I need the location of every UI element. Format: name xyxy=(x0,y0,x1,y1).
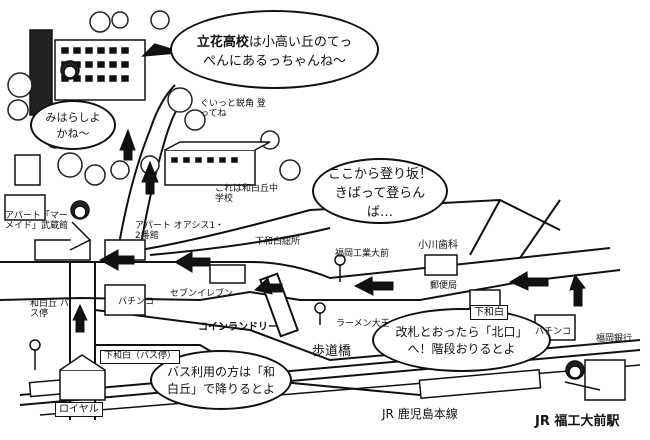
buildings xyxy=(4,154,626,401)
footbridge-label: 歩道橋 xyxy=(312,344,352,359)
shimowajiro-office-label: 下和白総所 xyxy=(255,237,301,247)
middle-school-label: これは和白丘中学校 xyxy=(215,184,279,204)
station-label: JR 福工大前駅 xyxy=(535,414,620,429)
oasis-label: アパート オアシス1・2番館 xyxy=(135,221,225,241)
shimowajiro-box-label: 下和白 xyxy=(470,305,508,320)
wajirogaoka-stop-label: 和白丘 バス停 xyxy=(30,299,69,319)
dental-label: 小川歯科 xyxy=(418,240,458,251)
school-name: 立花高校 xyxy=(196,34,249,50)
pachinko-label-1: パチンコ xyxy=(118,297,155,307)
slope-note: ここから登り坂！きばって登らんば… xyxy=(327,166,432,220)
bank-label: 福岡銀行 xyxy=(596,334,633,344)
school-note: は小高い丘のてっぺんにあるっちゃんね〜 xyxy=(202,34,353,69)
bus-stop-signs xyxy=(29,254,346,370)
slope-bubble: ここから登り坂！きばって登らんば… xyxy=(312,158,448,224)
school-bubble: 立花高校は小高い丘のてっぺんにあるっちゃんね〜 xyxy=(170,10,379,89)
view-bubble: みはらしよかね〜 xyxy=(30,100,116,150)
seven-eleven-label: セブンイレブン xyxy=(170,289,234,299)
coin-laundry-label: コインランドリー xyxy=(198,322,278,333)
railway-label: JR 鹿児島本線 xyxy=(382,407,458,421)
shimowajiro-stop-label: 下和白（バス停） xyxy=(100,350,181,364)
fit-stop-label: 福岡工業大前 xyxy=(335,249,390,259)
trees xyxy=(7,10,301,186)
gate-bubble: 改札とおったら「北口」へ！階段おりるとよ xyxy=(372,308,551,372)
post-office-label: 郵便局 xyxy=(430,281,458,291)
pachinko-label-2: パチンコ xyxy=(535,327,572,337)
corner-label: ぐいっと鋭角 登ってね xyxy=(200,99,266,119)
middle-school xyxy=(164,141,271,186)
ramen-label: ラーメン大王 xyxy=(336,319,390,329)
mermaid-label: アパート「マーメイド」武蔵館 xyxy=(5,211,69,231)
gate-note: 改札とおったら「北口」へ！階段おりるとよ xyxy=(395,325,528,356)
view-note: みはらしよかね〜 xyxy=(45,111,101,140)
route-arrows xyxy=(72,43,586,333)
bus-note: バス利用の方は「和白丘」で降りるとよ xyxy=(166,365,275,396)
royal-label: ロイヤル xyxy=(55,402,103,417)
